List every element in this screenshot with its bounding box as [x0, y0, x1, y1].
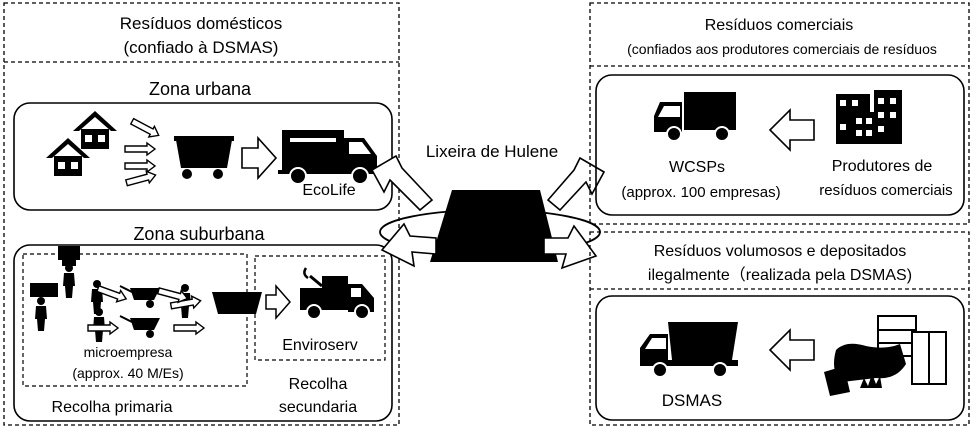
wheelbarrow-icon — [119, 284, 191, 338]
urban-zone-box — [13, 102, 393, 211]
commercial-flow-arrow — [768, 108, 815, 152]
commercial-waste-title: Resíduos comerciais — [705, 17, 854, 34]
urban-flow-arrow — [241, 135, 278, 181]
wcsps-count: (approx. 100 empresas) — [621, 184, 780, 201]
domestic-waste-panel: Resíduos domésticos (confiado à DSMAS) Z… — [3, 2, 400, 426]
domestic-waste-subtitle: (confiado à DSMAS) — [124, 38, 279, 57]
bulky-waste-title: Resíduos volumosos e depositados — [654, 243, 907, 260]
house-icon — [46, 111, 117, 176]
dsmas-truck-label: DSMAS — [662, 391, 722, 410]
landfill-label: Lixeira de Hulene — [426, 142, 558, 161]
container-icon — [212, 292, 262, 314]
truck-icon — [654, 92, 736, 142]
suburban-zone-box — [13, 244, 393, 422]
domestic-waste-title: Resíduos domésticos — [120, 14, 283, 33]
commercial-waste-subtitle: (confiados aos produtores comerciais de … — [627, 41, 937, 57]
suburban-flow-arrow — [265, 284, 291, 320]
landfill-center: Lixeira de Hulene — [370, 142, 606, 270]
garbage-truck-icon — [278, 130, 377, 185]
producers-label-1: Produtores de — [832, 158, 933, 175]
primary-collection-box — [22, 253, 248, 387]
ecolife-label: EcoLife — [302, 182, 355, 199]
enviroserv-label: Enviroserv — [282, 337, 358, 354]
furniture-icon — [824, 315, 947, 396]
microempresa-count: (approx. 40 M/Es) — [72, 365, 183, 381]
urban-zone-title: Zona urbana — [149, 79, 252, 99]
microempresa-label: microempresa — [84, 344, 173, 360]
secondary-collection-label-1: Recolha — [289, 376, 348, 393]
primary-collection-label: Recolha primaria — [52, 399, 173, 416]
suburban-zone-title: Zona suburbana — [133, 224, 265, 244]
bulky-flow-arrow — [768, 328, 815, 372]
buildings-icon — [836, 90, 902, 144]
small-arrows — [124, 115, 163, 190]
commercial-box — [595, 74, 965, 216]
landfill-icon — [430, 190, 558, 262]
producers-label-2: resíduos comerciais — [819, 182, 952, 199]
commercial-waste-panel: Resíduos comerciais (confiados aos produ… — [589, 2, 970, 225]
person-icon — [30, 246, 105, 342]
secondary-collection-label-2: secundaria — [279, 399, 357, 416]
tow-truck-icon — [300, 267, 374, 320]
dump-truck-icon — [640, 322, 738, 378]
bulky-box — [595, 295, 965, 421]
bin-cart-icon — [174, 136, 234, 179]
bulky-waste-panel: Resíduos volumosos e depositados ilegalm… — [589, 231, 970, 426]
bulky-waste-subtitle: ilegalmente（realizada pela DSMAS) — [648, 266, 912, 284]
wcsps-label: WCSPs — [669, 159, 725, 176]
